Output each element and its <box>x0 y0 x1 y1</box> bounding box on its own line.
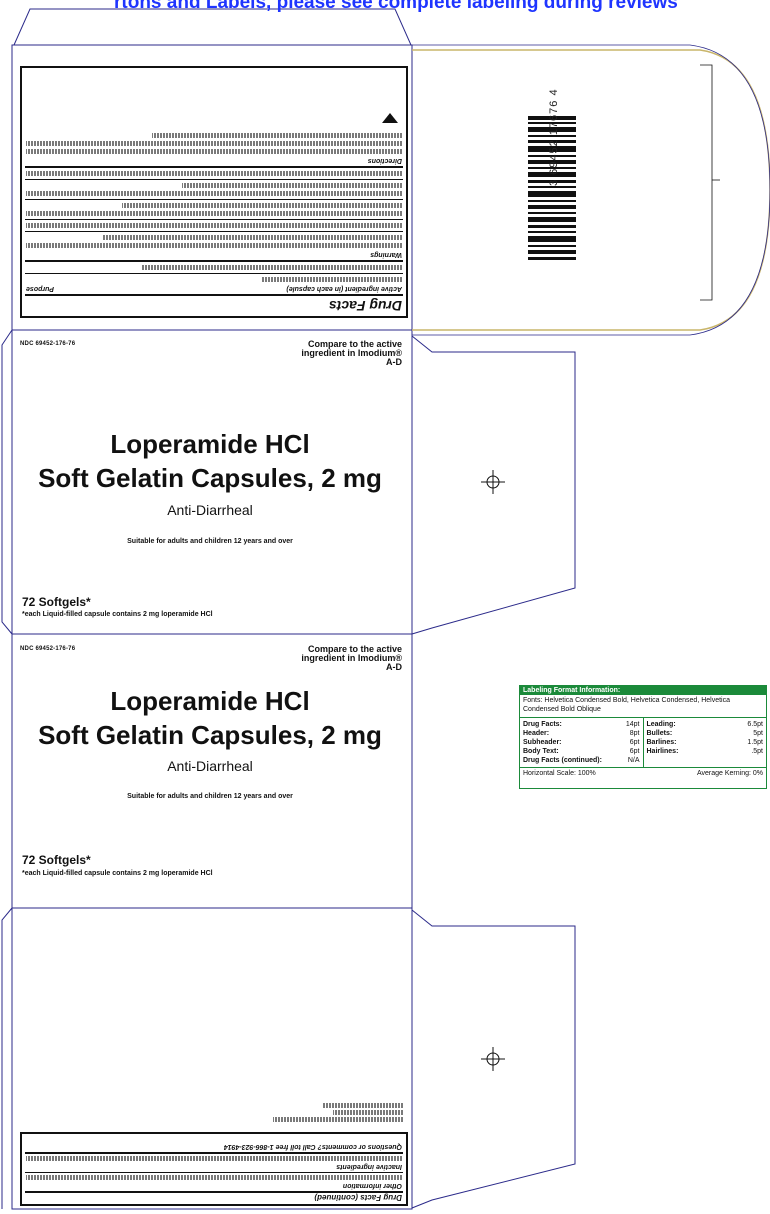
format-value: 6.5pt <box>747 721 763 728</box>
product-category: Anti-Diarrheal <box>167 502 253 518</box>
horizontal-scale: Horizontal Scale: 100% <box>523 770 596 777</box>
ndc-number: NDC 69452-176-76 <box>20 646 76 652</box>
format-key: Header: <box>523 730 550 737</box>
format-key: Drug Facts: <box>523 721 562 728</box>
drug-facts-top-box: Drug Facts Active ingredient (in each ca… <box>20 66 408 318</box>
format-key: Hairlines: <box>646 748 679 755</box>
review-banner: rtons and Labels, please see complete la… <box>114 0 678 13</box>
registration-crosshair-icon <box>481 1047 505 1071</box>
directions-header: Directions <box>367 157 402 164</box>
ndc-number: NDC 69452-176-76 <box>20 341 76 347</box>
labeling-format-header: Labeling Format Information: <box>520 686 766 695</box>
softgel-count: 72 Softgels* <box>22 853 91 867</box>
product-name: Loperamide HCl <box>110 429 310 459</box>
format-value: 6pt <box>629 748 640 755</box>
product-category: Anti-Diarrheal <box>167 758 253 774</box>
capsule-footnote: *each Liquid-filled capsule contains 2 m… <box>22 611 213 618</box>
other-information-header: Other information <box>342 1182 402 1189</box>
barcode-digits: 3 69452 17676 4 <box>548 88 560 186</box>
capsule-footnote: *each Liquid-filled capsule contains 2 m… <box>22 870 213 877</box>
format-key: Drug Facts (continued): <box>523 757 602 764</box>
format-value: 8pt <box>629 730 640 737</box>
purpose-header: Purpose <box>26 285 55 292</box>
average-kerning: Average Kerning: 0% <box>696 770 763 777</box>
format-key: Barlines: <box>646 739 677 746</box>
format-key: Bullets: <box>646 730 673 737</box>
labeling-format-info: Labeling Format Information: Fonts: Helv… <box>519 685 767 789</box>
product-name: Loperamide HCl <box>110 686 310 716</box>
registration-crosshair-icon <box>481 470 505 494</box>
format-left-col: Drug Facts: 14pt Header: 8pt Subheader: 6pt… <box>520 718 643 767</box>
drug-facts-title: Drug Facts <box>328 298 402 314</box>
product-form-strength: Soft Gelatin Capsules, 2 mg <box>38 720 382 750</box>
upc-barcode <box>518 108 590 268</box>
format-right-col: Leading: 6.5pt Bullets: 5pt Barlines: 1.5pt… <box>642 718 767 767</box>
active-ingredient-header: Active ingredient (in each capsule) <box>286 285 402 292</box>
format-key: Body Text: <box>523 748 559 755</box>
labeling-format-fonts: Fonts: Helvetica Condensed Bold, Helveti… <box>523 697 731 713</box>
drug-facts-continued-title: Drug Facts (continued) <box>314 1193 402 1202</box>
distributor-address <box>255 1098 405 1124</box>
format-key: Subheader: <box>523 739 562 746</box>
barcode-bars <box>528 116 576 260</box>
warnings-header: Warnings <box>370 251 402 258</box>
inactive-ingredients-header: Inactive ingredients <box>336 1163 402 1170</box>
questions-line: Questions or comments? Call toll free 1-… <box>223 1143 402 1150</box>
format-key: Leading: <box>646 721 676 728</box>
warning-triangle-icon <box>382 113 398 123</box>
format-value: .5pt <box>751 748 763 755</box>
age-statement: Suitable for adults and children 12 year… <box>127 793 293 800</box>
format-value: N/A <box>627 757 640 764</box>
softgel-count: 72 Softgels* <box>22 595 91 609</box>
drug-facts-continued-box: Drug Facts (continued) Other information… <box>20 1132 408 1206</box>
format-value: 1.5pt <box>747 739 763 746</box>
format-value: 6pt <box>629 739 640 746</box>
compare-statement: Compare to the active ingredient in Imod… <box>301 644 402 672</box>
product-form-strength: Soft Gelatin Capsules, 2 mg <box>38 463 382 493</box>
compare-statement: Compare to the active ingredient in Imod… <box>301 339 402 367</box>
age-statement: Suitable for adults and children 12 year… <box>127 538 293 545</box>
format-value: 5pt <box>753 730 763 737</box>
format-value: 14pt <box>625 721 640 728</box>
